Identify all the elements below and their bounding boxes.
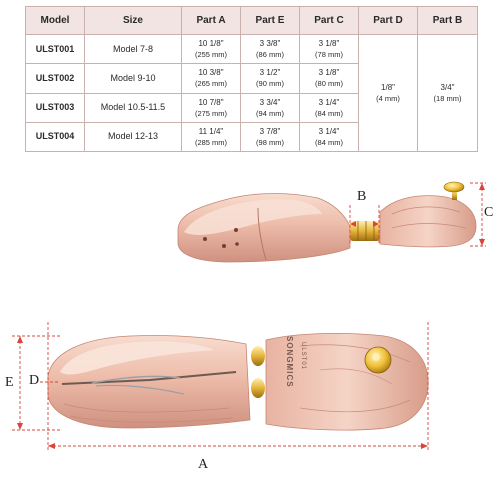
part-c-inch: 3 1/4" xyxy=(318,97,340,107)
seam-line xyxy=(257,207,267,261)
cell-part-a: 10 1/8"(255 mm) xyxy=(181,33,241,65)
header-part-a: Part A xyxy=(181,6,241,35)
vent-hole xyxy=(235,242,239,246)
table-header-row: Model Size Part A Part E Part C Part D P… xyxy=(25,6,478,35)
part-e-mm: (90 mm) xyxy=(256,79,284,89)
shoe-tree-top-view xyxy=(47,333,429,431)
split-gap xyxy=(61,371,237,385)
arrow-icon xyxy=(17,423,23,430)
toe-highlight xyxy=(60,341,214,375)
arrow-icon xyxy=(350,221,356,227)
part-c-mm: (84 mm) xyxy=(315,137,343,147)
part-d-inch: 1/8" xyxy=(381,83,395,92)
brand-logo: SONGMICS xyxy=(285,336,294,388)
heel-block xyxy=(379,195,477,248)
header-part-b: Part B xyxy=(417,6,478,35)
brand-logo-sub: ULST01 xyxy=(300,342,306,371)
steel-spring xyxy=(95,384,185,395)
part-e-inch: 3 3/8" xyxy=(259,39,281,49)
arrow-icon xyxy=(373,221,379,227)
vent-hole xyxy=(203,237,207,241)
part-a-inch: 10 3/8" xyxy=(198,68,224,78)
cell-part-e: 3 3/4"(94 mm) xyxy=(240,92,300,123)
cell-part-c: 3 1/4"(84 mm) xyxy=(299,121,359,153)
cell-size: Model 10.5-11.5 xyxy=(84,92,182,123)
dimension-lines xyxy=(12,182,486,452)
part-e-inch: 3 3/4" xyxy=(259,97,281,107)
cell-model: ULST003 xyxy=(25,92,85,123)
part-b-inch: 3/4" xyxy=(440,83,455,92)
arrow-icon xyxy=(421,443,428,449)
table-row: ULST001 Model 7-8 10 1/8"(255 mm) 3 3/8"… xyxy=(25,33,478,152)
header-part-d: Part D xyxy=(358,6,418,35)
dimension-label-e: E xyxy=(5,375,14,390)
part-d-mm: (4 mm) xyxy=(376,94,400,103)
knob-center xyxy=(372,353,380,361)
part-c-mm: (84 mm) xyxy=(315,108,343,118)
header-part-c: Part C xyxy=(299,6,359,35)
cell-model: ULST001 xyxy=(25,33,85,65)
brass-knob-icon xyxy=(443,181,465,193)
brass-spring xyxy=(350,221,380,241)
arrow-icon xyxy=(479,239,485,246)
dimension-label-b: B xyxy=(357,189,367,204)
part-a-inch: 10 7/8" xyxy=(198,97,224,107)
part-e-mm: (86 mm) xyxy=(256,50,284,60)
toe-grain xyxy=(69,415,233,423)
part-a-mm: (265 mm) xyxy=(194,79,228,89)
cell-part-e: 3 7/8"(98 mm) xyxy=(240,121,300,153)
part-c-mm: (80 mm) xyxy=(315,79,343,89)
brass-bolt-icon xyxy=(251,378,265,398)
part-a-mm: (285 mm) xyxy=(194,137,228,147)
arrow-icon xyxy=(17,336,23,343)
shoe-tree-side-view xyxy=(177,181,477,263)
heel-grain xyxy=(391,206,461,215)
cell-part-c: 3 1/8"(78 mm) xyxy=(299,33,359,65)
header-model: Model xyxy=(25,6,85,35)
header-part-e: Part E xyxy=(240,6,300,35)
size-table: Model Size Part A Part E Part C Part D P… xyxy=(25,6,478,153)
vent-hole xyxy=(222,244,226,248)
cell-part-a: 11 1/4"(285 mm) xyxy=(181,121,241,153)
heel-grain xyxy=(299,344,411,363)
part-a-inch: 10 1/8" xyxy=(198,39,224,49)
heel-grain xyxy=(299,399,411,413)
part-e-mm: (98 mm) xyxy=(256,137,284,147)
knob-post xyxy=(452,190,457,200)
cell-size: Model 12-13 xyxy=(84,121,182,153)
part-e-inch: 3 7/8" xyxy=(259,126,281,136)
part-e-inch: 3 1/2" xyxy=(259,68,281,78)
steel-spring xyxy=(91,375,181,384)
part-c-inch: 3 1/8" xyxy=(318,39,340,49)
part-c-inch: 3 1/8" xyxy=(318,68,340,78)
part-b-mm: (18 mm) xyxy=(433,94,462,103)
part-c-inch: 3 1/4" xyxy=(318,126,340,136)
table-row: ULST004 Model 12-13 11 1/4"(285 mm) 3 7/… xyxy=(25,121,478,153)
part-c-mm: (78 mm) xyxy=(315,50,343,60)
part-a-inch: 11 1/4" xyxy=(198,126,224,136)
dimension-label-c: C xyxy=(484,205,494,220)
part-e-mm: (94 mm) xyxy=(256,108,284,118)
part-a-mm: (255 mm) xyxy=(194,50,228,60)
dimension-arrows xyxy=(17,183,485,449)
cell-model: ULST004 xyxy=(25,121,85,153)
dimension-label-d: D xyxy=(29,373,40,388)
arrow-icon xyxy=(479,183,485,190)
brass-bolt-icon xyxy=(251,346,265,366)
heel-grain xyxy=(319,368,393,385)
cell-part-e: 3 3/8"(86 mm) xyxy=(240,33,300,65)
cell-part-d: 1/8" (4 mm) xyxy=(358,34,418,152)
toe-cap xyxy=(184,199,322,235)
toe-grain xyxy=(63,403,231,413)
heel-grain xyxy=(391,223,467,229)
part-a-mm: (275 mm) xyxy=(194,108,228,118)
vent-hole xyxy=(234,228,238,232)
arrow-icon xyxy=(48,443,55,449)
dimension-label-a: A xyxy=(198,457,209,472)
cell-part-b: 3/4" (18 mm) xyxy=(417,34,478,152)
